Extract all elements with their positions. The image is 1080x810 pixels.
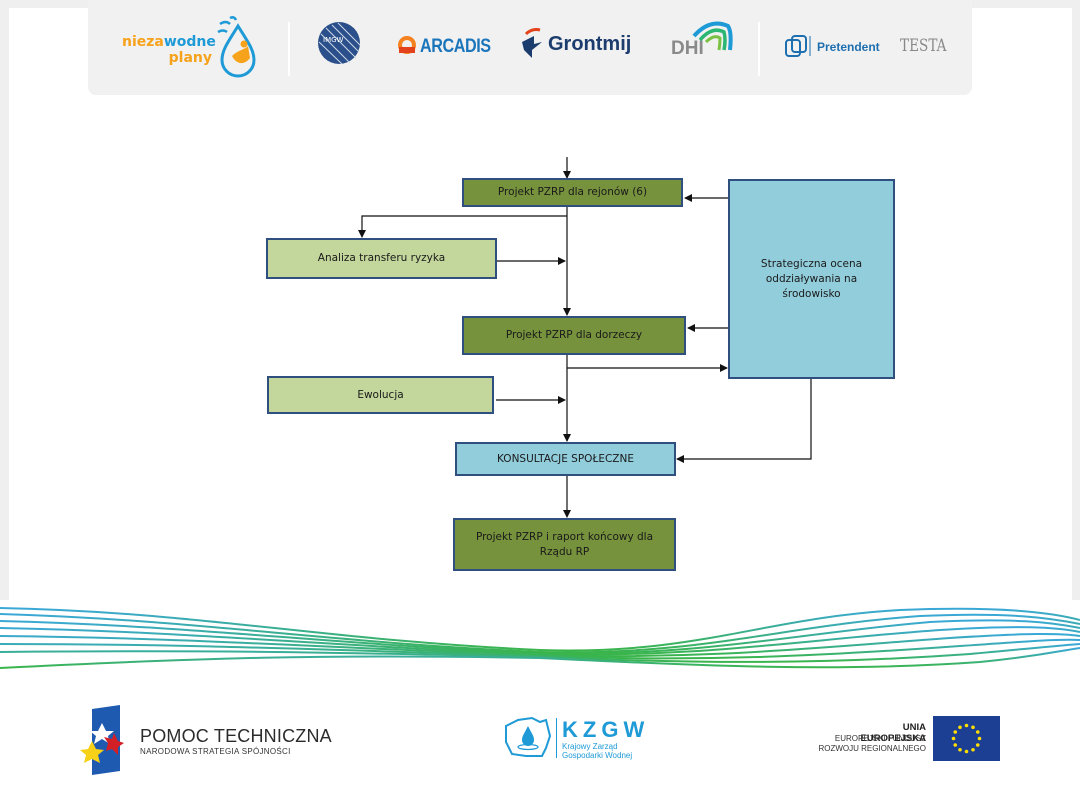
ue-subtitle-line1: EUROPEJSKI FUNDUSZ xyxy=(834,734,926,743)
arcadis-logo-icon xyxy=(398,36,416,54)
eu-flag-icon xyxy=(933,716,1000,761)
kzgw-subtitle-line1: Krajowy Zarząd xyxy=(562,742,618,751)
node-ewolucja: Ewolucja xyxy=(267,376,494,414)
testa-logo-text: TESTA xyxy=(900,36,947,56)
kzgw-poland-drop-icon xyxy=(505,716,552,757)
dhi-logo-text: DHI xyxy=(671,38,704,59)
node-projekt-dorzecza: Projekt PZRP dla dorzeczy xyxy=(462,316,686,355)
grontmij-logo-icon xyxy=(522,28,542,58)
header-separator xyxy=(288,22,290,76)
pomoc-techniczna-flag-icon xyxy=(80,705,124,775)
ue-subtitle: EUROPEJSKI FUNDUSZ ROZWOJU REGIONALNEGO xyxy=(806,734,926,754)
eu-star xyxy=(971,747,975,752)
node-label: Strategiczna ocena oddziaływania na środ… xyxy=(760,257,863,300)
eu-star xyxy=(958,725,962,730)
niezawodne-plany-logo-text: niezawodne plany xyxy=(122,34,216,66)
logo-text-plany: plany xyxy=(168,50,212,66)
imgw-logo-icon: IMGW xyxy=(318,22,361,65)
eu-star xyxy=(953,730,958,734)
eu-star xyxy=(964,723,969,728)
ue-title: UNIA EUROPEJSKA xyxy=(860,722,926,744)
eu-star xyxy=(964,749,969,754)
node-label: KONSULTACJE SPOŁECZNE xyxy=(497,452,634,465)
logo-text-nieza: nieza xyxy=(122,34,164,50)
kzgw-subtitle-line2: Gospodarki Wodnej xyxy=(562,751,633,760)
node-strategiczna-ocena: Strategiczna ocena oddziaływania na środ… xyxy=(728,179,895,379)
node-konsultacje-spoleczne: KONSULTACJE SPOŁECZNE xyxy=(455,442,676,476)
node-label: Ewolucja xyxy=(357,388,404,401)
eu-star xyxy=(975,743,980,747)
node-raport-koncowy: Projekt PZRP i raport końcowy dla Rządu … xyxy=(453,518,676,571)
header-separator xyxy=(758,22,760,76)
kzgw-title: KZGW xyxy=(562,717,650,742)
eu-star xyxy=(958,747,962,752)
node-projekt-rejony: Projekt PZRP dla rejonów (6) xyxy=(462,178,683,207)
pomoc-techniczna-title: POMOC TECHNICZNA xyxy=(140,726,332,746)
eu-star xyxy=(971,725,975,730)
arrow-strategiczna-to-konsultacje xyxy=(676,378,812,463)
imgw-logo-text: IMGW xyxy=(323,36,344,44)
pretendent-logo-text: Pretendent xyxy=(817,40,880,54)
eu-star xyxy=(975,730,980,734)
arcadis-logo-text: ARCADIS xyxy=(420,36,491,57)
frame-right xyxy=(1072,0,1080,600)
eu-star xyxy=(951,736,956,741)
node-label: Analiza transferu ryzyka xyxy=(317,252,446,264)
dhi-wave-icon xyxy=(692,21,733,51)
eu-star xyxy=(977,736,982,741)
node-label: Projekt PZRP dla dorzeczy xyxy=(505,329,643,341)
kzgw-subtitle: Krajowy Zarząd Gospodarki Wodnej xyxy=(562,742,632,760)
node-analiza-transferu: Analiza transferu ryzyka xyxy=(266,238,497,279)
arrow-to-analiza xyxy=(358,215,567,238)
node-label: Projekt PZRP dla rejonów (6) xyxy=(497,186,648,198)
frame-left xyxy=(0,0,9,600)
logo-text-wodne: wodne xyxy=(163,34,216,50)
kzgw-separator xyxy=(556,718,557,758)
water-drop-figure-icon xyxy=(217,16,256,78)
ue-subtitle-line2: ROZWOJU REGIONALNEGO xyxy=(818,744,926,753)
pretendent-logo-icon xyxy=(785,35,811,57)
node-label: Projekt PZRP i raport końcowy dla Rządu … xyxy=(475,530,654,558)
pomoc-techniczna-subtitle: NARODOWA STRATEGIA SPÓJNOŚCI xyxy=(140,747,291,756)
grontmij-logo-text: Grontmij xyxy=(548,33,632,55)
eu-star xyxy=(953,743,958,747)
